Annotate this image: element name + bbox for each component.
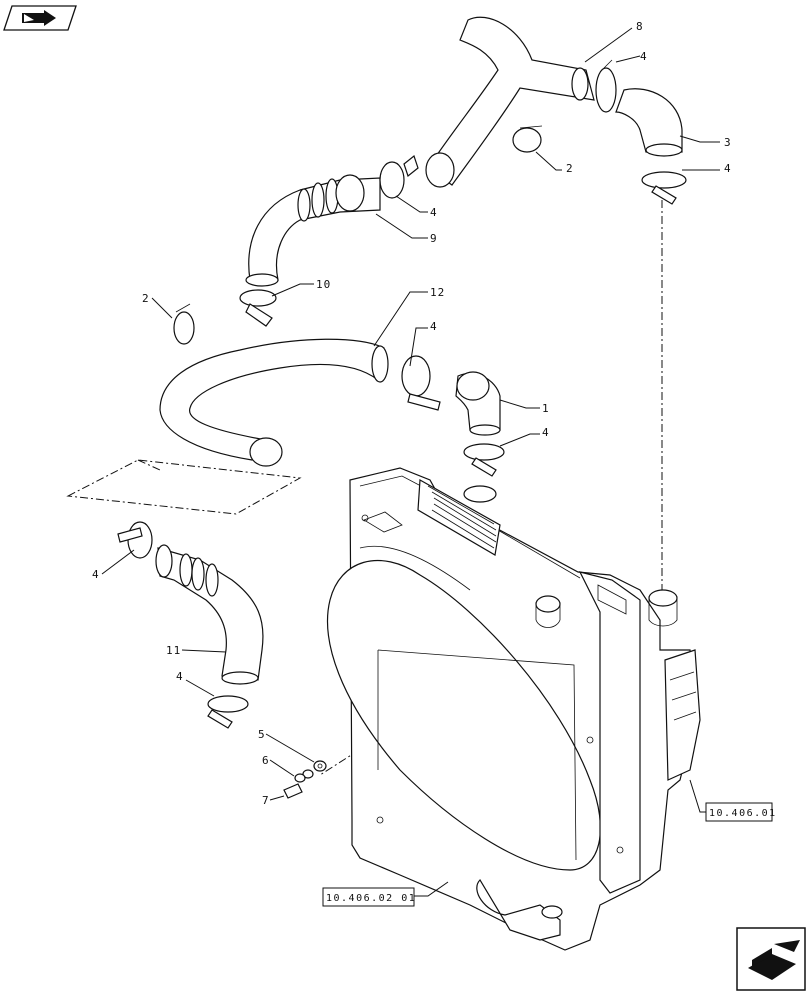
hose-part-12 [159, 338, 389, 467]
clamp-part-4-upper-right [641, 171, 687, 205]
callout-6: 6 [262, 754, 270, 767]
bolt-part-7 [283, 783, 303, 799]
callout-5: 5 [258, 728, 266, 741]
callout-4-d: 4 [430, 320, 438, 333]
clamp-part-4-top [595, 59, 617, 113]
clamp-part-4-left-upper [117, 521, 153, 559]
radiator-assembly [327, 467, 701, 951]
callout-4-e: 4 [542, 426, 550, 439]
callout-10: 10 [316, 278, 331, 291]
callout-4-b: 4 [724, 162, 732, 175]
callout-4-c: 4 [430, 206, 438, 219]
clamp-part-10 [239, 289, 277, 327]
prev-page-icon[interactable] [3, 5, 77, 31]
clamp-part-2-top [512, 125, 543, 153]
callout-3: 3 [724, 136, 732, 149]
callout-7: 7 [262, 794, 270, 807]
clamp-part-4-hose9 [379, 154, 419, 199]
callout-9: 9 [430, 232, 438, 245]
callout-labels: 8 4 3 4 2 4 9 10 2 12 4 1 4 4 11 4 5 6 7 [92, 20, 732, 807]
nut-part-5 [313, 760, 327, 772]
clamp-part-4-lower-mid [463, 443, 505, 477]
callout-12: 12 [430, 286, 445, 299]
hose-part-11 [155, 544, 264, 685]
hose-part-1 [455, 371, 501, 436]
callout-2-a: 2 [566, 162, 574, 175]
hose-part-3 [615, 88, 683, 157]
next-page-icon[interactable] [736, 927, 806, 991]
reference-link-right[interactable]: 10.406.01 [705, 802, 777, 822]
clamp-part-4-mid [401, 355, 441, 411]
hidden-connection-line [137, 459, 161, 471]
washer-part-6 [294, 769, 314, 783]
callout-4-g: 4 [176, 670, 184, 683]
callout-4-a: 4 [640, 50, 648, 63]
callout-2-b: 2 [142, 292, 150, 305]
reference-10-406-02-01[interactable]: 10.406.02 01 [326, 893, 416, 904]
callout-8: 8 [636, 20, 644, 33]
callout-1: 1 [542, 402, 550, 415]
leader-lines [101, 27, 720, 897]
hidden-connection-box [66, 459, 302, 515]
hose-part-9 [245, 174, 381, 287]
reference-10-406-01[interactable]: 10.406.01 [709, 808, 777, 819]
callout-11: 11 [166, 644, 181, 657]
clamp-part-2-left [173, 303, 195, 345]
callout-4-f: 4 [92, 568, 100, 581]
reference-link-bottom[interactable]: 10.406.02 01 [322, 887, 416, 907]
hose-part-8 [425, 16, 595, 188]
clamp-part-4-left-lower [207, 695, 249, 729]
